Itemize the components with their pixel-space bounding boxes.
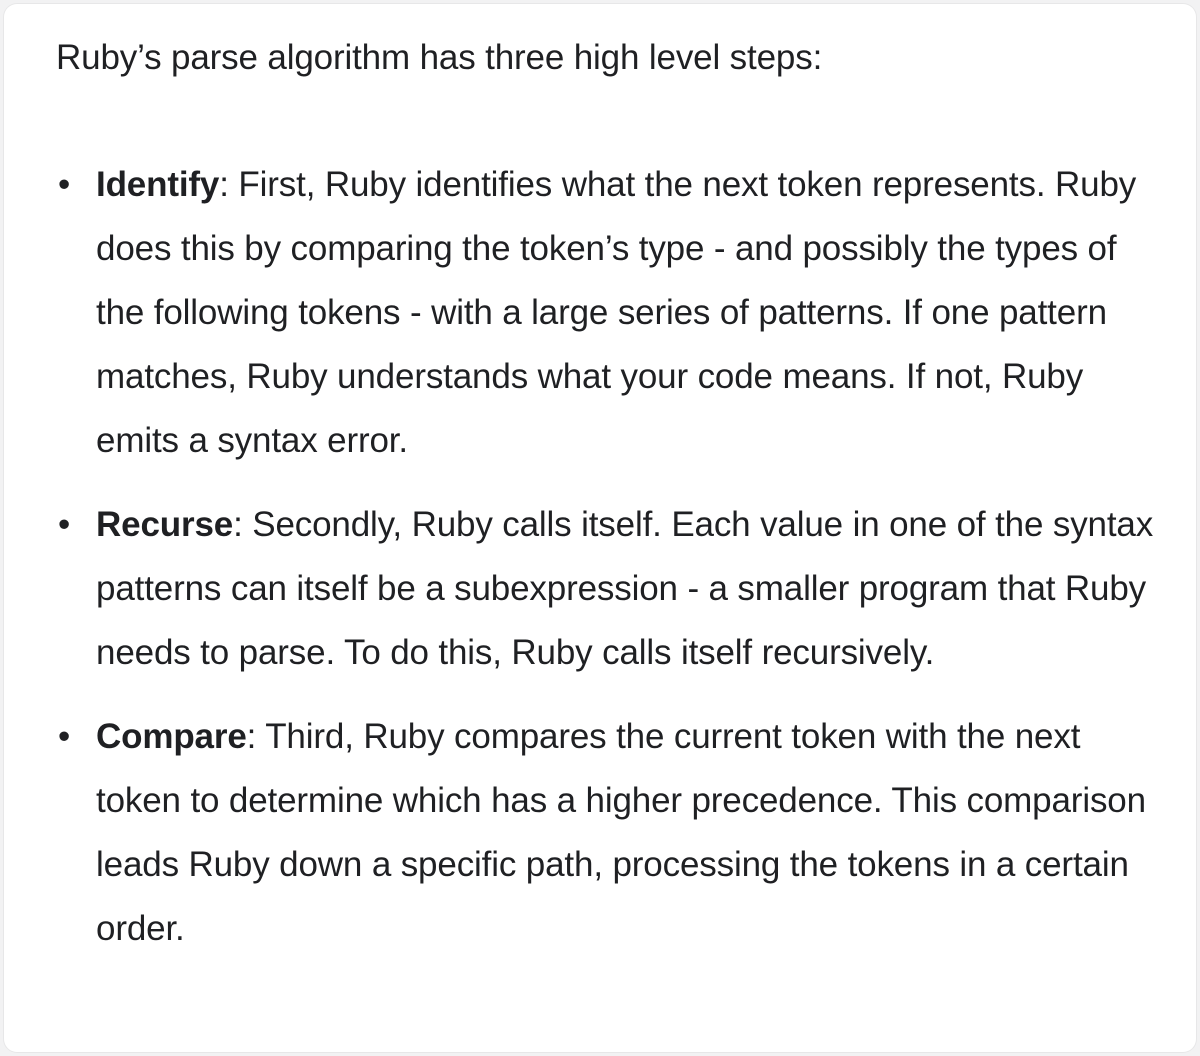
step-label-identify: Identify [96,165,220,204]
bullet-dot-icon: • [58,717,71,756]
step-label-compare: Compare [96,717,247,756]
step-separator: : [246,717,266,756]
intro-list-spacer [54,90,1159,153]
step-body-compare: Third, Ruby compares the current token w… [96,717,1146,948]
list-item: • Compare: Third, Ruby compares the curre… [54,705,1159,961]
step-separator: : [233,505,253,544]
bullet-dot-icon: • [58,165,71,204]
intro-paragraph: Ruby’s parse algorithm has three high le… [56,38,823,77]
step-label-recurse: Recurse [96,505,234,544]
bullet-dot-icon: • [58,505,71,544]
step-separator: : [219,165,239,204]
document-card: Ruby’s parse algorithm has three high le… [4,4,1196,1052]
document-content: Ruby’s parse algorithm has three high le… [54,26,1159,961]
step-body-recurse: Secondly, Ruby calls itself. Each value … [96,505,1154,672]
step-body-identify: First, Ruby identifies what the next tok… [96,165,1137,460]
list-item: • Recurse: Secondly, Ruby calls itself. E… [54,493,1159,685]
list-item: • Identify: First, Ruby identifies what t… [54,153,1159,473]
parse-steps-list: • Identify: First, Ruby identifies what t… [54,153,1159,961]
